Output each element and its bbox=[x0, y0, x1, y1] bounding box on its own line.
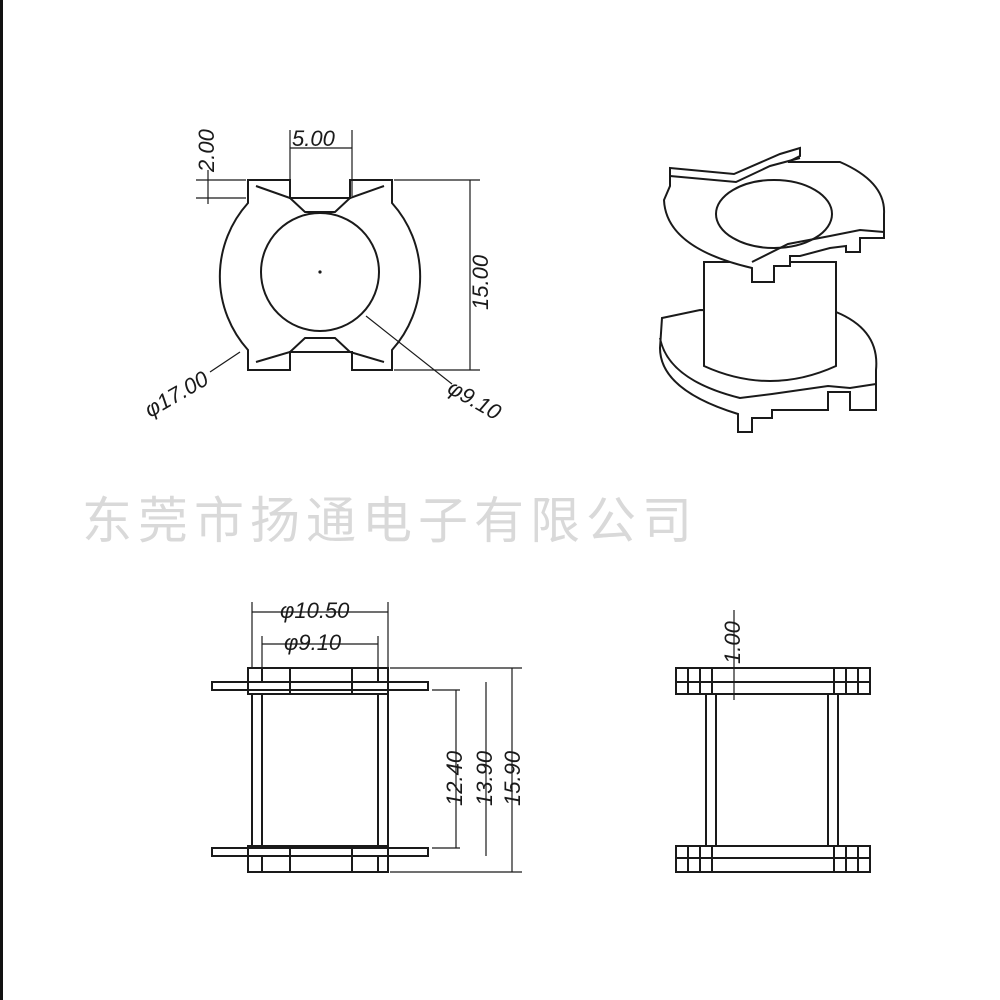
dim-height-label: 15.00 bbox=[468, 254, 493, 310]
iso-view bbox=[658, 146, 886, 433]
front-bottom-flange-block bbox=[247, 845, 389, 873]
top-view-flange-outline bbox=[218, 179, 422, 371]
dim-flange-thickness-label: 1.00 bbox=[720, 620, 745, 664]
iso-core-opening bbox=[715, 179, 833, 249]
dim-overall-height-label: 15.90 bbox=[500, 750, 525, 806]
iso-bottom-flange-top-edge bbox=[659, 337, 877, 400]
dim-outer-tube-label: φ10.50 bbox=[280, 598, 350, 623]
front-bottom-flange bbox=[211, 847, 429, 857]
dim-width-label: 5.00 bbox=[292, 126, 336, 151]
top-view-core-circle bbox=[260, 212, 380, 332]
top-view-center-point bbox=[318, 270, 322, 274]
dim-inner-height-label: 12.40 bbox=[442, 750, 467, 806]
front-top-flange-block bbox=[247, 667, 389, 695]
dim-inner-tube-label: φ9.10 bbox=[284, 630, 342, 655]
iso-tube bbox=[703, 261, 837, 382]
dim-9-leader bbox=[365, 315, 453, 385]
dim-tab-label: 2.00 bbox=[194, 128, 219, 173]
company-watermark: 东莞市扬通电子有限公司 bbox=[82, 492, 698, 550]
front-top-flange bbox=[211, 681, 429, 691]
side-view: 1.00 bbox=[675, 610, 871, 873]
iso-top-clip-front bbox=[751, 228, 885, 263]
dim-core-diameter-label: φ9.10 bbox=[444, 375, 507, 426]
dim-mid-height-label: 13.90 bbox=[472, 750, 497, 806]
top-view: 5.00 2.00 15.00 φ17.00 φ9.10 bbox=[140, 126, 506, 425]
left-border-line bbox=[0, 0, 3, 1000]
front-view: φ10.50 φ9.10 12.40 13.90 15.90 bbox=[211, 598, 525, 873]
top-view-notch-bottom bbox=[255, 337, 385, 363]
iso-top-clip-back bbox=[669, 157, 801, 184]
dim-outer-diameter-label: φ17.00 bbox=[140, 366, 213, 423]
dim-17-leader bbox=[209, 351, 241, 373]
iso-top-flange bbox=[662, 146, 886, 283]
